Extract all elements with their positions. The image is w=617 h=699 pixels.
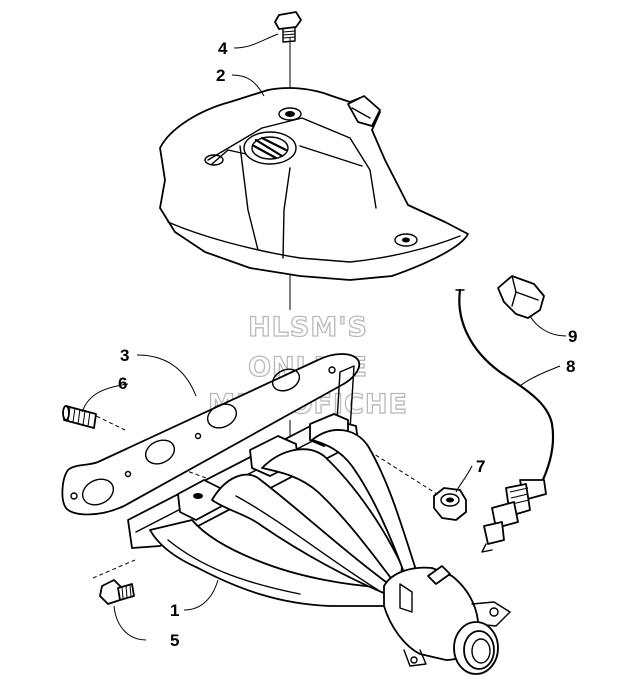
exhaust-manifold-icon <box>127 413 511 675</box>
oxygen-sensor-icon <box>455 288 555 553</box>
callout-4: 4 <box>218 39 228 58</box>
leader-lines <box>81 33 567 641</box>
sensor-clip-icon <box>497 275 545 319</box>
manifold-gasket-icon <box>61 353 361 516</box>
shield-bolt-icon <box>274 11 302 43</box>
callout-5: 5 <box>170 631 179 650</box>
sensor-bolt-icon <box>99 579 135 605</box>
callout-3: 3 <box>120 346 129 365</box>
heat-shield-icon <box>159 87 469 281</box>
watermark-line-1: HLSM'S <box>248 312 368 343</box>
callout-6: 6 <box>118 374 127 393</box>
callout-8: 8 <box>566 357 575 376</box>
callout-9: 9 <box>568 327 577 346</box>
callout-labels: 4 2 3 6 1 5 7 8 9 <box>118 39 577 650</box>
callout-7: 7 <box>476 457 485 476</box>
manifold-stud-icon <box>62 405 97 429</box>
manifold-nut-icon <box>433 487 467 521</box>
callout-1: 1 <box>170 601 179 620</box>
callout-2: 2 <box>216 66 225 85</box>
